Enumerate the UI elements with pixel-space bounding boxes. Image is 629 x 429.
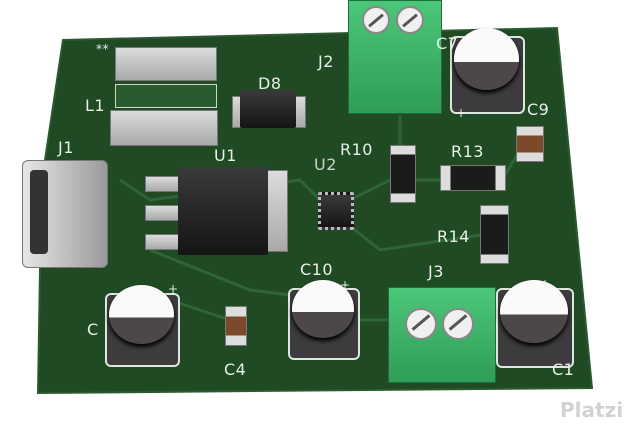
- resistor-r14: [480, 205, 509, 264]
- regulator-u1: [178, 167, 268, 255]
- label-j1: J1: [58, 138, 74, 157]
- resistor-r13: [440, 165, 506, 191]
- label-plus: +: [540, 277, 551, 291]
- screw-icon: [396, 6, 424, 34]
- ic-u2: [318, 192, 354, 230]
- usb-port-icon: [30, 170, 48, 254]
- label-r14: R14: [437, 227, 470, 246]
- label-j3: J3: [428, 262, 444, 281]
- diode-d8: [240, 90, 296, 128]
- label-j2: J2: [318, 52, 334, 71]
- resistor-r10: [390, 145, 416, 203]
- inductor-l1-body: [115, 84, 217, 108]
- watermark-logo: Platzi: [560, 398, 624, 422]
- capacitor-c7: [450, 28, 525, 114]
- label-plus: +: [168, 282, 179, 296]
- label-u1: U1: [214, 146, 237, 165]
- terminal-j2: [348, 0, 442, 114]
- capacitor-c9: [516, 126, 544, 162]
- screw-icon: [442, 308, 474, 340]
- capacitor-c10: [288, 280, 360, 360]
- label-c1: C1: [552, 360, 575, 379]
- label-r10: R10: [340, 140, 373, 159]
- label-c7: C7: [436, 34, 459, 53]
- label-c7-plus: +: [456, 106, 467, 120]
- capacitor-left: [105, 285, 180, 367]
- label-l1-mark: **: [96, 42, 109, 56]
- terminal-j3: [388, 287, 496, 383]
- label-d8: D8: [258, 74, 282, 93]
- label-u2: U2: [314, 155, 337, 174]
- label-c4: C4: [224, 360, 247, 379]
- screw-icon: [405, 308, 437, 340]
- capacitor-c4: [225, 306, 247, 346]
- inductor-l1-pad: [110, 110, 218, 146]
- label-c10: C10: [300, 260, 334, 279]
- capacitor-c1: [496, 280, 574, 368]
- label-c9: C9: [527, 100, 550, 119]
- screw-icon: [362, 6, 390, 34]
- label-r13: R13: [451, 142, 484, 161]
- label-l1: L1: [85, 96, 106, 115]
- inductor-l1-pad: [115, 47, 217, 81]
- label-c-left: C: [87, 320, 99, 339]
- label-plus: +: [340, 278, 351, 292]
